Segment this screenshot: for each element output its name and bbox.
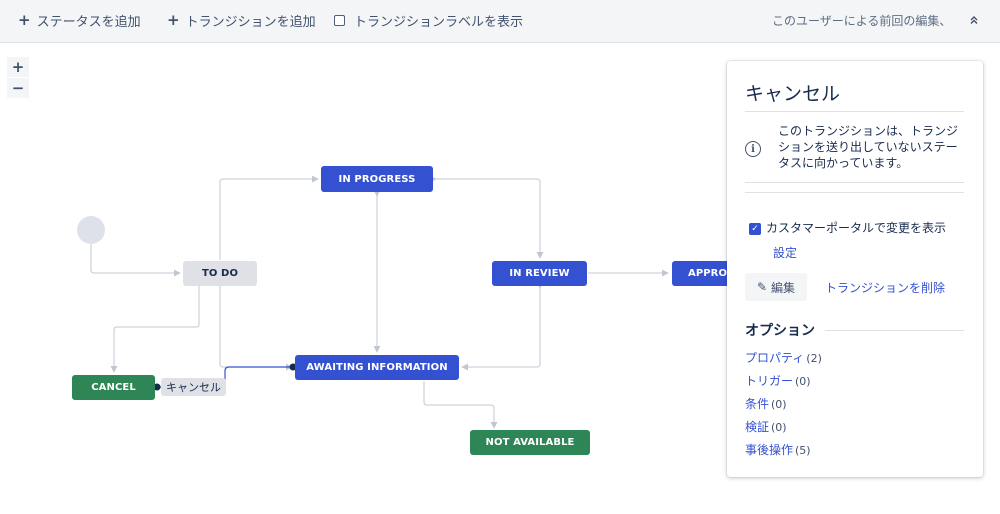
- show-transition-labels-label: トランジションラベルを表示: [354, 14, 524, 30]
- zoom-in-button[interactable]: +: [7, 57, 29, 77]
- info-message: このトランジションは、トランジションを送り出していないステータスに向かっています…: [778, 124, 959, 170]
- option-count: (0): [795, 375, 811, 388]
- collapse-chevron-icon[interactable]: [964, 9, 984, 31]
- divider: [745, 111, 964, 112]
- edge-inreview-awaiting[interactable]: [461, 281, 544, 371]
- start-node[interactable]: [77, 216, 105, 244]
- add-status-label: ステータスを追加: [36, 14, 141, 30]
- option-post-functions[interactable]: 事後操作(5): [745, 441, 811, 458]
- option-label: トリガー: [745, 374, 794, 388]
- transition-label-cancel[interactable]: キャンセル: [161, 378, 226, 396]
- show-in-portal-checkbox[interactable]: ✓: [749, 223, 761, 235]
- edge-todo-inprogress[interactable]: [219, 175, 319, 260]
- delete-transition-link[interactable]: トランジションを削除: [825, 281, 946, 295]
- status-in-progress[interactable]: IN PROGRESS: [321, 166, 433, 192]
- pencil-icon: ✎: [756, 280, 768, 294]
- option-validators[interactable]: 検証(0): [745, 418, 787, 435]
- option-count: (5): [795, 444, 811, 457]
- option-properties[interactable]: プロパティ(2): [745, 349, 822, 366]
- option-count: (2): [806, 352, 822, 365]
- add-status-button[interactable]: + ステータスを追加: [18, 0, 141, 40]
- transition-handle-end[interactable]: [153, 383, 161, 391]
- edge-todo-cancel[interactable]: [110, 286, 200, 373]
- add-transition-button[interactable]: + トランジションを追加: [167, 0, 316, 40]
- info-icon: i: [745, 141, 761, 157]
- option-label: 事後操作: [745, 443, 794, 457]
- status-awaiting-information[interactable]: AWAITING INFORMATION: [295, 355, 459, 380]
- option-label: プロパティ: [745, 351, 805, 365]
- status-in-review[interactable]: IN REVIEW: [492, 261, 587, 286]
- option-label: 条件: [745, 397, 770, 411]
- plus-icon: +: [18, 11, 31, 29]
- workflow-toolbar: + ステータスを追加 + トランジションを追加 トランジションラベルを表示 この…: [0, 0, 1000, 43]
- option-count: (0): [771, 398, 787, 411]
- options-heading: オプション: [745, 323, 815, 339]
- options-divider: [825, 330, 964, 331]
- option-label: 検証: [745, 420, 770, 434]
- settings-link[interactable]: 設定: [773, 246, 798, 260]
- edit-label: 編集: [771, 280, 796, 295]
- option-count: (0): [771, 421, 787, 434]
- transition-handle-start[interactable]: [289, 363, 297, 371]
- checkbox-icon[interactable]: [334, 14, 345, 26]
- status-cancel[interactable]: CANCEL: [72, 375, 155, 400]
- panel-title: キャンセル: [745, 83, 841, 105]
- edge-awaiting-notavailable[interactable]: [423, 381, 498, 429]
- show-in-portal-label: カスタマーポータルで変更を表示: [766, 221, 947, 235]
- plus-icon: +: [167, 11, 180, 29]
- divider: [745, 192, 964, 193]
- chevrons-up-icon: [970, 16, 978, 24]
- show-transition-labels-toggle[interactable]: トランジションラベルを表示: [334, 0, 523, 40]
- status-todo[interactable]: TO DO: [183, 261, 257, 286]
- edge-inprogress-inreview[interactable]: [429, 175, 544, 259]
- last-edited-text: このユーザーによる前回の編集、: [772, 13, 952, 28]
- option-triggers[interactable]: トリガー(0): [745, 372, 811, 389]
- divider: [745, 182, 964, 183]
- add-transition-label: トランジションを追加: [185, 14, 316, 30]
- option-conditions[interactable]: 条件(0): [745, 395, 787, 412]
- edge-start-todo[interactable]: [90, 244, 181, 277]
- status-not-available[interactable]: NOT AVAILABLE: [470, 430, 590, 455]
- edit-button[interactable]: ✎ 編集: [745, 273, 807, 301]
- edge-todo-awaiting[interactable]: [219, 286, 293, 371]
- transition-details-panel: キャンセル i このトランジションは、トランジションを送り出していないステータス…: [727, 61, 983, 477]
- zoom-out-button[interactable]: −: [7, 78, 29, 98]
